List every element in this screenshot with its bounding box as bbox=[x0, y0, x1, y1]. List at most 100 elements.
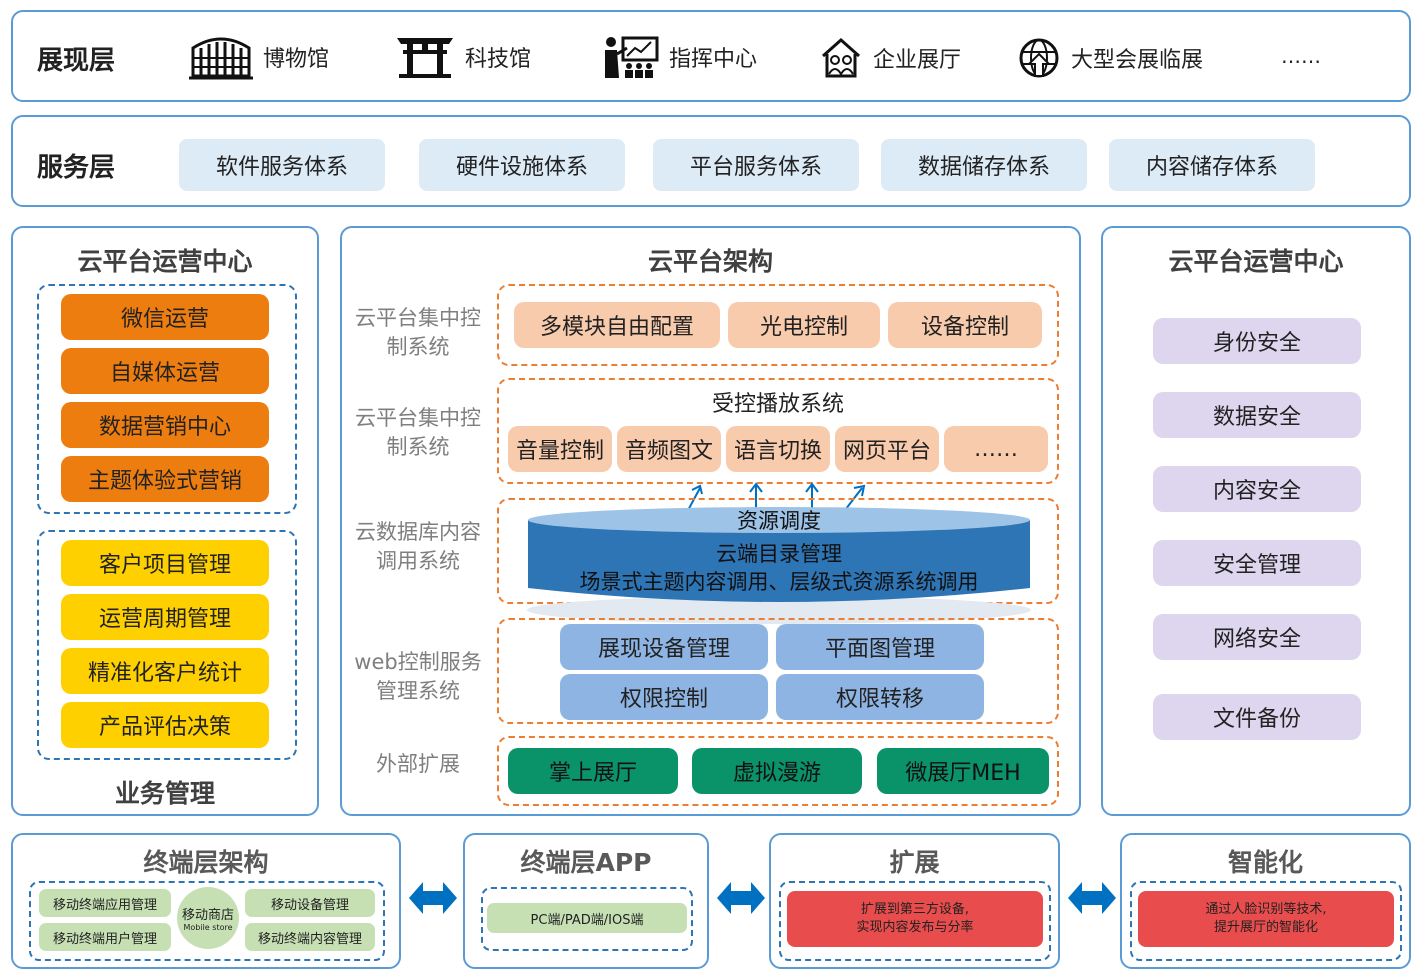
display-item-more: …… bbox=[1281, 44, 1321, 68]
sys1-device-control: 设备控制 bbox=[888, 302, 1042, 348]
op-wechat: 微信运营 bbox=[61, 294, 269, 340]
sys5-handheld-hall: 掌上展厅 bbox=[508, 748, 678, 794]
terminal-arch-group bbox=[29, 881, 385, 961]
terminal-app-title: 终端层APP bbox=[520, 848, 652, 877]
sys4-permission-transfer: 权限转移 bbox=[776, 674, 984, 720]
sys3-label: 云数据库内容调用系统 bbox=[355, 520, 481, 573]
sys3-line2: 云端目录管理 bbox=[716, 542, 842, 566]
terminal-app-mgmt: 移动终端应用管理 bbox=[39, 889, 171, 917]
mgmt-customer-project: 客户项目管理 bbox=[61, 540, 269, 586]
center-panel: 云平台架构 云平台集中控制系统 多模块自由配置 光电控制 设备控制 云平台集中控… bbox=[340, 226, 1081, 816]
mobile-store-en-label: Mobile store bbox=[183, 923, 233, 932]
management-group bbox=[37, 530, 297, 760]
terminal-app-platforms: PC端/PAD端/IOS端 bbox=[487, 903, 687, 933]
op-theme-marketing: 主题体验式营销 bbox=[61, 456, 269, 502]
database-cylinder-icon bbox=[527, 507, 1031, 624]
sys1-group bbox=[497, 284, 1059, 366]
display-item-command-center-label: 指挥中心 bbox=[669, 47, 758, 72]
sys2-language: 语言切换 bbox=[726, 426, 830, 472]
mgmt-customer-stats: 精准化客户统计 bbox=[61, 648, 269, 694]
extension-panel: 扩展 扩展到第三方设备, 实现内容发布与分率 bbox=[769, 833, 1060, 969]
double-arrow-icon bbox=[1068, 882, 1116, 914]
mgmt-product-eval: 产品评估决策 bbox=[61, 702, 269, 748]
sys3-line3: 场景式主题内容调用、层级式资源系统调用 bbox=[579, 570, 979, 594]
display-item-museum: 博物馆 bbox=[189, 34, 329, 80]
security-data: 数据安全 bbox=[1153, 392, 1361, 438]
display-item-science-museum-label: 科技馆 bbox=[465, 47, 532, 72]
service-data-storage: 数据储存体系 bbox=[881, 139, 1087, 191]
display-item-enterprise-hall: 企业展厅 bbox=[819, 36, 961, 80]
terminal-arch-panel: 终端层架构 移动终端应用管理 移动终端用户管理 移动设备管理 移动终端内容管理 … bbox=[11, 833, 401, 969]
extension-text-1: 扩展到第三方设备, bbox=[860, 902, 970, 917]
torii-gate-icon bbox=[397, 38, 453, 78]
intelligence-text-2: 提升展厅的智能化 bbox=[1213, 920, 1318, 935]
sys3-line1: 资源调度 bbox=[737, 509, 821, 533]
sys1-photoelectric: 光电控制 bbox=[728, 302, 880, 348]
sys1-multi-module: 多模块自由配置 bbox=[514, 302, 720, 348]
center-panel-title: 云平台架构 bbox=[647, 247, 773, 276]
sys4-group bbox=[497, 618, 1059, 724]
mgmt-operation-cycle: 运营周期管理 bbox=[61, 594, 269, 640]
service-layer-panel: 服务层 软件服务体系 硬件设施体系 平台服务体系 数据储存体系 内容储存体系 bbox=[11, 115, 1411, 207]
extension-description: 扩展到第三方设备, 实现内容发布与分率 bbox=[787, 891, 1043, 947]
left-panel-title: 云平台运营中心 bbox=[77, 247, 253, 276]
display-item-exhibition: 大型会展临展 bbox=[1017, 36, 1203, 80]
mobile-store-label: 移动商店 bbox=[181, 908, 234, 923]
extension-text-2: 实现内容发布与分率 bbox=[856, 920, 974, 935]
display-item-more-label: …… bbox=[1281, 44, 1321, 68]
sys5-micro-hall: 微展厅MEH bbox=[877, 748, 1049, 794]
display-item-command-center: 指挥中心 bbox=[601, 34, 757, 80]
service-platform: 平台服务体系 bbox=[653, 139, 859, 191]
sys2-audio-image: 音频图文 bbox=[617, 426, 721, 472]
terminal-arch-title: 终端层架构 bbox=[143, 848, 269, 877]
mobile-store-circle: 移动商店 Mobile store bbox=[177, 887, 239, 949]
sys1-label: 云平台集中控制系统 bbox=[355, 306, 481, 359]
sys4-label: web控制服务管理系统 bbox=[354, 650, 482, 703]
intelligence-title: 智能化 bbox=[1227, 848, 1303, 877]
display-item-enterprise-hall-label: 企业展厅 bbox=[873, 48, 962, 73]
presentation-icon bbox=[605, 36, 659, 78]
sys4-display-device: 展现设备管理 bbox=[560, 624, 768, 670]
security-file-backup: 文件备份 bbox=[1153, 694, 1361, 740]
intelligence-panel: 智能化 通过人脸识别等技术, 提升展厅的智能化 bbox=[1120, 833, 1411, 969]
sys2-label: 云平台集中控制系统 bbox=[355, 406, 481, 459]
sys2-volume: 音量控制 bbox=[508, 426, 612, 472]
right-panel-title: 云平台运营中心 bbox=[1168, 247, 1344, 276]
sys4-floor-plan: 平面图管理 bbox=[776, 624, 984, 670]
operations-group bbox=[37, 284, 297, 514]
service-software: 软件服务体系 bbox=[179, 139, 385, 191]
display-layer-panel: 展现层 博物馆 科技馆 bbox=[11, 10, 1411, 102]
left-panel-footer: 业务管理 bbox=[114, 779, 215, 808]
display-item-museum-label: 博物馆 bbox=[263, 47, 330, 72]
sys5-label: 外部扩展 bbox=[376, 752, 460, 776]
extension-group bbox=[779, 881, 1051, 961]
sys2-web: 网页平台 bbox=[835, 426, 939, 472]
sys4-permission-control: 权限控制 bbox=[560, 674, 768, 720]
service-content-storage: 内容储存体系 bbox=[1109, 139, 1315, 191]
intelligence-text-1: 通过人脸识别等技术, bbox=[1205, 902, 1327, 917]
sys5-virtual-tour: 虚拟漫游 bbox=[692, 748, 862, 794]
service-layer-title: 服务层 bbox=[37, 153, 116, 183]
right-panel: 云平台运营中心 身份安全 数据安全 内容安全 安全管理 网络安全 文件备份 bbox=[1101, 226, 1411, 816]
service-hardware: 硬件设施体系 bbox=[419, 139, 625, 191]
op-self-media: 自媒体运营 bbox=[61, 348, 269, 394]
intelligence-description: 通过人脸识别等技术, 提升展厅的智能化 bbox=[1138, 891, 1394, 947]
device-mgmt: 移动设备管理 bbox=[245, 889, 375, 917]
display-layer-title: 展现层 bbox=[37, 46, 116, 76]
double-arrow-icon bbox=[717, 882, 765, 914]
display-item-science-museum: 科技馆 bbox=[395, 34, 531, 80]
sys2-group bbox=[497, 378, 1059, 484]
terminal-app-group bbox=[481, 887, 693, 951]
security-identity: 身份安全 bbox=[1153, 318, 1361, 364]
sys2-more: …… bbox=[944, 426, 1048, 472]
globe-arrow-icon bbox=[1019, 38, 1059, 78]
sys5-group bbox=[497, 736, 1059, 806]
colosseum-icon bbox=[189, 37, 253, 80]
terminal-app-panel: 终端层APP PC端/PAD端/IOS端 bbox=[463, 833, 709, 969]
left-panel: 云平台运营中心 微信运营 自媒体运营 数据营销中心 主题体验式营销 客户项目管理… bbox=[11, 226, 319, 816]
op-data-marketing: 数据营销中心 bbox=[61, 402, 269, 448]
sys2-title: 受控播放系统 bbox=[711, 392, 844, 417]
security-management: 安全管理 bbox=[1153, 540, 1361, 586]
display-item-exhibition-label: 大型会展临展 bbox=[1071, 48, 1204, 73]
house-people-icon bbox=[822, 37, 860, 78]
